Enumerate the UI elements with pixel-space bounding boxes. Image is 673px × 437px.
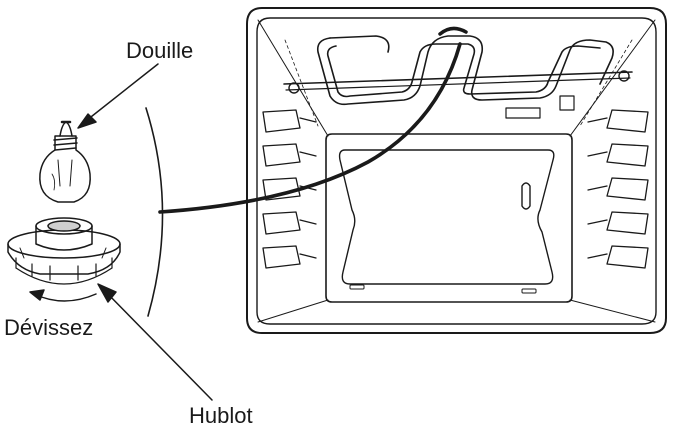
douille-arrow	[77, 63, 159, 129]
grill-element	[316, 26, 614, 106]
oven-outer-frame	[246, 7, 667, 334]
label-hublot: Hublot	[189, 403, 253, 428]
left-shelf-runners	[262, 109, 317, 269]
oven-cavity	[246, 7, 667, 334]
lamp-location-leader	[158, 42, 462, 214]
oven-inner-frame	[256, 17, 657, 325]
bulb-drawing	[39, 120, 91, 203]
label-devissez: Dévissez	[4, 315, 94, 340]
oven-back-wall	[325, 133, 573, 303]
back-plate	[338, 149, 555, 285]
devissez-rotation-arrow	[29, 289, 97, 302]
detail-bracket-arc	[145, 107, 164, 317]
label-douille: Douille	[126, 38, 194, 63]
lamp-cover-drawing	[7, 217, 121, 285]
right-shelf-runners	[587, 109, 649, 269]
hublot-arrow	[97, 283, 213, 401]
grill-rod	[283, 71, 633, 85]
